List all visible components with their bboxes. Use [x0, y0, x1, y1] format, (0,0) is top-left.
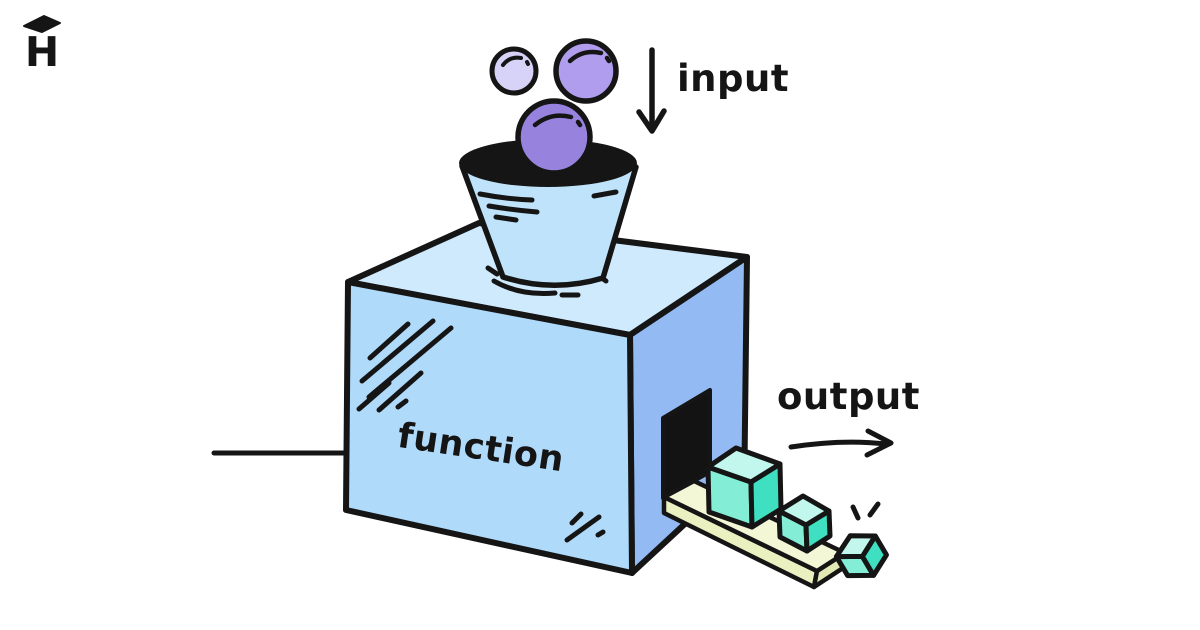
logo-letter: H: [25, 28, 59, 76]
machine-box-front-face: [343, 279, 635, 576]
sphere-highlight-dot: [575, 119, 583, 128]
input-arrow-icon: [636, 47, 667, 134]
input-label: input: [677, 57, 790, 100]
output-cube-large: [705, 445, 784, 530]
funnel-body-dashes: [477, 189, 619, 223]
output-label: output: [777, 375, 920, 418]
output-cube-small-tumbling: [833, 533, 889, 579]
sphere-highlight-dot: [525, 60, 530, 66]
hyperskill-logo: H: [23, 15, 61, 76]
output-cubes: [705, 445, 889, 579]
sphere-highlight: [501, 55, 523, 67]
output-arrow-icon: [788, 428, 894, 458]
front-face-corner-hatches: [564, 511, 606, 543]
graduation-cap-icon: [23, 15, 61, 33]
sphere-highlight: [567, 49, 604, 64]
input-sphere-small: [489, 46, 539, 96]
sphere-highlight: [532, 113, 574, 128]
front-face-shine-hatches: [356, 318, 454, 413]
input-spheres: [489, 38, 619, 176]
bounce-emphasis-marks: [850, 501, 881, 521]
input-sphere-falling: [515, 98, 593, 176]
output-cube-medium: [776, 493, 833, 554]
input-sphere-large: [553, 38, 619, 104]
sphere-highlight-dot: [604, 55, 612, 64]
